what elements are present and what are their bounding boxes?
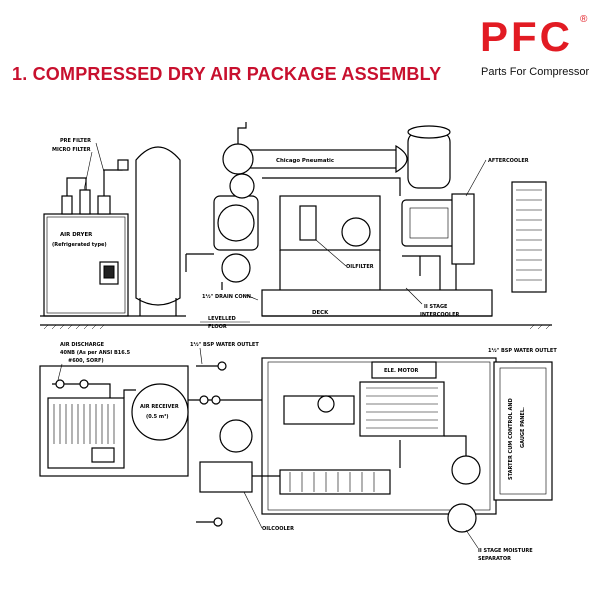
moisture-separator-label-2: SEPARATOR [478, 556, 511, 562]
second-stage-cover [409, 207, 449, 239]
cylinder-top [407, 125, 451, 139]
pulley-plan [317, 395, 335, 413]
drain-outlet-marker [213, 517, 223, 527]
second-stage-cylinder [407, 131, 451, 189]
starter-panel-plan [493, 361, 553, 501]
link-valve-1 [199, 395, 209, 405]
air-discharge-rating-label: #600, SORF) [68, 358, 104, 364]
air-dryer-type-label: (Refrigerated type) [52, 242, 107, 248]
plan-piping [252, 435, 467, 477]
oilcooler-leader [243, 491, 263, 529]
starter-panel-inner [499, 367, 547, 495]
header-vent-pipe [237, 122, 247, 144]
oilfilter-leader [315, 239, 347, 267]
micro-filter-body [79, 189, 91, 215]
water-outlet-left-marker [217, 361, 227, 371]
crankcase-plan [279, 469, 391, 495]
deck-label: DECK [312, 310, 329, 316]
interconnect-piping [262, 177, 457, 290]
oilcooler-label: OILCOOLER [262, 526, 294, 532]
drain-conn-leader [245, 294, 259, 301]
link-valve-2 [211, 395, 221, 405]
drain-piping [185, 253, 223, 290]
logo-tagline: Parts For Compressor [481, 66, 590, 78]
header-end-left [222, 143, 254, 175]
dryer-panel-plan [91, 447, 115, 463]
motor-fins [366, 387, 438, 429]
registered-mark: ® [580, 14, 588, 25]
bsp-water-outlet-left-label: 1½" BSP WATER OUTLET [190, 341, 259, 348]
aftercooler-leader [465, 159, 487, 197]
flywheel [221, 253, 251, 283]
dryer-indicator [103, 265, 115, 279]
oil-filter-body [299, 205, 317, 241]
cooling-fan-housing [511, 181, 547, 293]
floor-label: FLOOR [208, 324, 227, 330]
chicago-pneumatic-label: Chicago Pneumatic [276, 158, 334, 164]
water-outlet-left-leader [199, 347, 203, 365]
intercooler-leader [405, 287, 423, 305]
header-end-right [395, 144, 408, 174]
motor-body-plan [359, 381, 445, 437]
pre-filter-label: PRE FILTER [60, 138, 91, 144]
levelled-label: LEVELLED [208, 316, 236, 322]
air-dryer-label: AIR DRYER [60, 232, 93, 238]
moisture-separator-label-1: II STAGE MOISTURE [478, 548, 533, 554]
air-discharge-size-label: 40NB (As per ANSI B16.5 [60, 350, 131, 356]
air-receiver-volume-label: (0.5 m³) [146, 414, 169, 420]
crank-pulley [341, 217, 371, 247]
oilcooler-plan [199, 461, 253, 493]
micro-filter-label: MICRO FILTER [52, 147, 91, 153]
crankcase-fins [289, 472, 375, 492]
bsp-water-outlet-right-label: 1½" BSP WATER OUTLET [488, 347, 557, 354]
floor-hatch [43, 324, 551, 330]
second-stage-head-plan [451, 455, 481, 485]
pre-filter-body [61, 195, 73, 215]
discharge-valve-2 [79, 379, 89, 389]
air-discharge-pipe [52, 383, 136, 398]
first-stage-head [217, 204, 255, 242]
micro-filter-leader [83, 151, 93, 191]
ele-motor-plan [371, 361, 437, 379]
aftercooler-label: AFTERCOOLER [488, 158, 529, 164]
intercooler-piping [402, 255, 441, 290]
starter-panel-label-2: GAUGE PANEL. [520, 407, 526, 448]
first-stage-head-plan [219, 419, 253, 453]
oilfilter-label: OILFILTER [346, 264, 374, 270]
starter-panel-label-1: STARTER CUM CONTROL AND [508, 398, 514, 480]
ele-motor-label: ELE. MOTOR [384, 368, 419, 374]
logo-mark: PFC [480, 13, 573, 60]
air-receiver-plan [131, 383, 189, 441]
drain-conn-label: 1½" DRAIN CONN. [202, 293, 253, 300]
moisture-separator-plan [447, 503, 477, 533]
air-discharge-label: AIR DISCHARGE [60, 342, 105, 348]
pfc-logo: PFC ® Parts For Compressor [478, 14, 594, 90]
filter-bowl [97, 195, 111, 215]
pre-filter-leader [95, 142, 105, 173]
deck-frame [261, 289, 493, 317]
air-discharge-leader [57, 363, 63, 381]
unloader-housing [229, 173, 255, 199]
air-dryer-inner-frame [46, 216, 126, 314]
page-title: 1. COMPRESSED DRY AIR PACKAGE ASSEMBLY [12, 64, 442, 84]
discharge-valve-1 [55, 379, 65, 389]
stage-intercooler-label-2: INTERCOOLER [420, 312, 459, 318]
stage-intercooler-label-1: II STAGE [424, 304, 448, 310]
moisture-separator-leader [465, 529, 479, 549]
aftercooler-shell [451, 193, 475, 265]
vertical-air-receiver [135, 146, 181, 306]
dryer-coil [53, 404, 115, 444]
air-receiver-label: AIR RECEIVER [140, 404, 179, 410]
filter-valve [117, 159, 129, 171]
filter-piping [66, 168, 123, 196]
